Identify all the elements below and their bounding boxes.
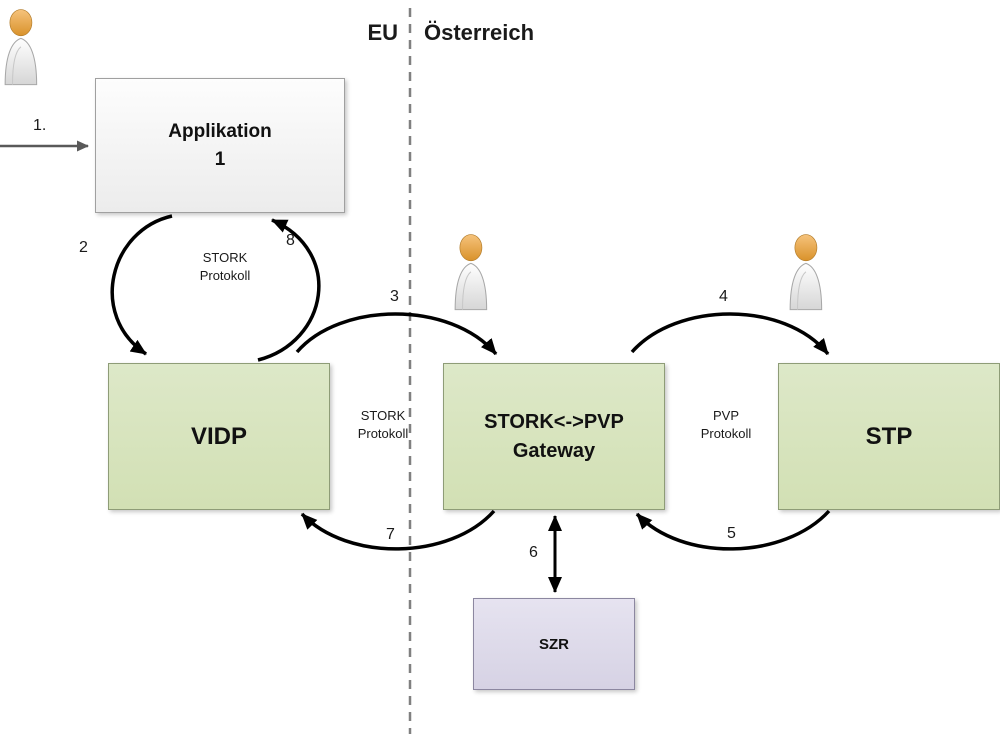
user-icon-middle	[454, 233, 488, 311]
arrow-step-8	[257, 218, 321, 362]
user-icon-left	[4, 8, 38, 86]
label-stork-left-line2: Protokoll	[199, 268, 251, 283]
step-number-2: 2	[79, 239, 88, 256]
box-stork-pvp-gateway: STORK<->PVP Gateway	[443, 363, 665, 510]
arrow-step-4	[630, 312, 830, 356]
header-austria: Österreich	[424, 20, 535, 45]
box-stp-label: STP	[865, 422, 913, 450]
step-number-7: 7	[386, 526, 395, 543]
header-eu: EU	[367, 20, 398, 45]
label-stork-left-line1: STORK	[202, 250, 248, 265]
box-gateway-line1: STORK<->PVP	[484, 410, 624, 433]
label-pvp-protokoll: PVP Protokoll	[686, 407, 766, 443]
step-number-4: 4	[719, 288, 728, 305]
box-szr: SZR	[473, 598, 635, 690]
box-szr-label: SZR	[539, 635, 569, 653]
label-stork-mid-line1: STORK	[360, 408, 406, 423]
label-pvp-line2: Protokoll	[700, 426, 752, 441]
arrow-step-2	[110, 214, 173, 356]
label-stork-protokoll-mid: STORK Protokoll	[343, 407, 423, 443]
user-icon-right	[789, 233, 823, 311]
box-applikation-line1: Applikation	[168, 120, 272, 142]
box-vidp: VIDP	[108, 363, 330, 510]
box-applikation-line2: 1	[214, 148, 226, 170]
step-number-5: 5	[727, 525, 736, 542]
step-number-8: 8	[286, 232, 295, 249]
box-vidp-label: VIDP	[190, 422, 247, 450]
box-gateway-line2: Gateway	[512, 439, 596, 462]
step-number-6: 6	[529, 544, 538, 561]
arrow-step-5	[635, 509, 831, 551]
label-pvp-line1: PVP	[712, 408, 739, 423]
step-number-3: 3	[390, 288, 399, 305]
label-stork-protokoll-left: STORK Protokoll	[185, 249, 265, 285]
box-stp: STP	[778, 363, 1000, 510]
step-number-1: 1.	[33, 117, 47, 134]
box-applikation: Applikation 1	[95, 78, 345, 213]
label-stork-mid-line2: Protokoll	[357, 426, 409, 441]
arrow-step-7	[300, 509, 496, 551]
arrow-step-3	[295, 312, 498, 356]
